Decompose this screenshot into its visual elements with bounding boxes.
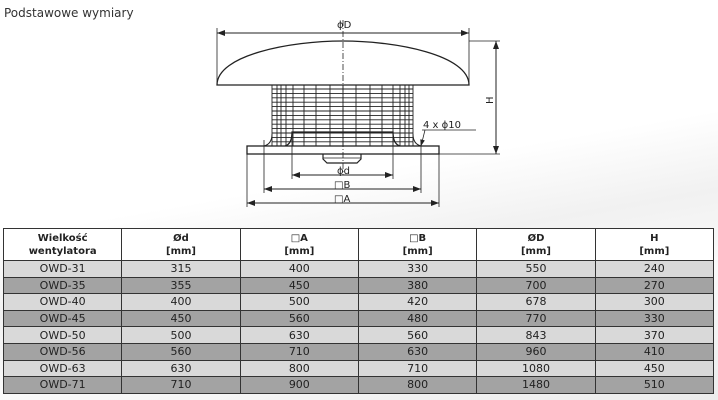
header-line2: [mm] xyxy=(166,245,196,257)
table-cell: 355 xyxy=(121,276,241,295)
dome-hood xyxy=(216,40,470,86)
table-cell: OWD-63 xyxy=(2,359,123,378)
table-cell: 560 xyxy=(239,309,359,328)
header-line1: H xyxy=(650,232,659,244)
fan-dimension-drawing: ϕD H 4 x ϕ10 ϕd □B □A xyxy=(216,20,500,207)
table-cell: 400 xyxy=(121,293,241,311)
table-cell: 710 xyxy=(121,376,241,394)
table-cell: OWD-40 xyxy=(2,293,123,311)
table-cell: 510 xyxy=(594,376,715,394)
column-header: □B[mm] xyxy=(357,228,478,261)
table-cell: 450 xyxy=(594,359,715,378)
table-cell: 330 xyxy=(357,260,478,278)
header-line1: □B xyxy=(409,232,427,244)
table-cell: OWD-35 xyxy=(2,276,123,295)
header-line1: Ød xyxy=(173,232,189,244)
table-cell: 560 xyxy=(121,342,241,361)
header-line1: Wielkość xyxy=(37,232,88,244)
table-cell: 900 xyxy=(239,376,359,394)
label-B: □B xyxy=(334,180,350,191)
table-cell: 380 xyxy=(357,276,478,295)
table-cell: OWD-31 xyxy=(2,260,123,278)
label-H: H xyxy=(485,96,496,104)
table-cell: 450 xyxy=(239,276,359,295)
column-header: □A[mm] xyxy=(239,228,359,261)
table-cell: 630 xyxy=(357,342,478,361)
table-cell: 240 xyxy=(594,260,715,278)
table-cell: 420 xyxy=(357,293,478,311)
table-cell: 315 xyxy=(121,260,241,278)
table-cell: 560 xyxy=(357,326,478,344)
table-cell: 800 xyxy=(357,376,478,394)
header-line2: [mm] xyxy=(520,245,551,257)
table-cell: 630 xyxy=(121,359,241,378)
table-cell: 1080 xyxy=(476,359,596,378)
table-cell: OWD-56 xyxy=(2,342,123,361)
table-cell: 370 xyxy=(594,326,715,344)
table-cell: OWD-50 xyxy=(2,326,123,344)
table-cell: 710 xyxy=(239,342,359,361)
table-cell: 500 xyxy=(121,326,241,344)
table-cell: 843 xyxy=(476,326,596,344)
table-cell: 400 xyxy=(239,260,359,278)
table-cell: 270 xyxy=(594,276,715,295)
table-cell: 770 xyxy=(476,309,596,328)
header-line1: ØD xyxy=(527,232,545,244)
grille xyxy=(271,85,414,146)
table-cell: 960 xyxy=(476,342,596,361)
table-cell: OWD-45 xyxy=(2,309,123,328)
column-header: ØD[mm] xyxy=(476,228,596,261)
label-d: ϕd xyxy=(337,166,350,177)
table-cell: 678 xyxy=(476,293,596,311)
table-cell: 550 xyxy=(476,260,596,278)
header-line2: wentylatora xyxy=(28,245,97,257)
header-line1: □A xyxy=(290,232,308,244)
section-title: Podstawowe wymiary xyxy=(4,6,134,20)
table-cell: 700 xyxy=(476,276,596,295)
table-cell: 330 xyxy=(594,309,715,328)
label-holes: 4 x ϕ10 xyxy=(423,120,461,131)
table-cell: 410 xyxy=(594,342,715,361)
table-cell: OWD-71 xyxy=(2,376,123,394)
column-header: H[mm] xyxy=(594,228,715,261)
table-cell: 450 xyxy=(121,309,241,328)
table-cell: 630 xyxy=(239,326,359,344)
header-line2: [mm] xyxy=(402,245,433,257)
table-cell: 1480 xyxy=(476,376,596,394)
table-cell: 480 xyxy=(357,309,478,328)
table-cell: 800 xyxy=(239,359,359,378)
table-cell: 300 xyxy=(594,293,715,311)
table-cell: 710 xyxy=(357,359,478,378)
label-D: ϕD xyxy=(337,20,352,31)
header-line2: [mm] xyxy=(284,245,315,257)
header-line2: [mm] xyxy=(639,245,670,257)
label-A: □A xyxy=(334,194,350,205)
table-cell: 500 xyxy=(239,293,359,311)
column-header: Ød[mm] xyxy=(121,228,241,261)
